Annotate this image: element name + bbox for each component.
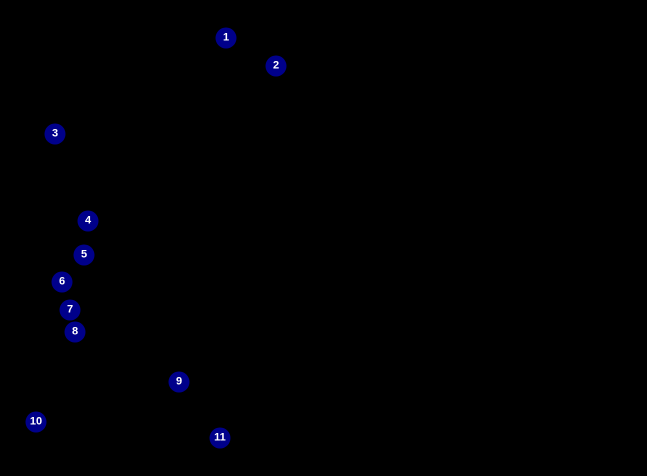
marker-badge-10[interactable]: 10 [25, 411, 47, 433]
marker-badge-11[interactable]: 11 [209, 427, 231, 449]
marker-badge-7[interactable]: 7 [59, 299, 81, 321]
marker-badge-1[interactable]: 1 [215, 27, 237, 49]
marker-badge-9[interactable]: 9 [168, 371, 190, 393]
marker-badge-2[interactable]: 2 [265, 55, 287, 77]
marker-badge-4[interactable]: 4 [77, 210, 99, 232]
marker-badge-3[interactable]: 3 [44, 123, 66, 145]
marker-badge-6[interactable]: 6 [51, 271, 73, 293]
marker-badge-8[interactable]: 8 [64, 321, 86, 343]
marker-badge-5[interactable]: 5 [73, 244, 95, 266]
